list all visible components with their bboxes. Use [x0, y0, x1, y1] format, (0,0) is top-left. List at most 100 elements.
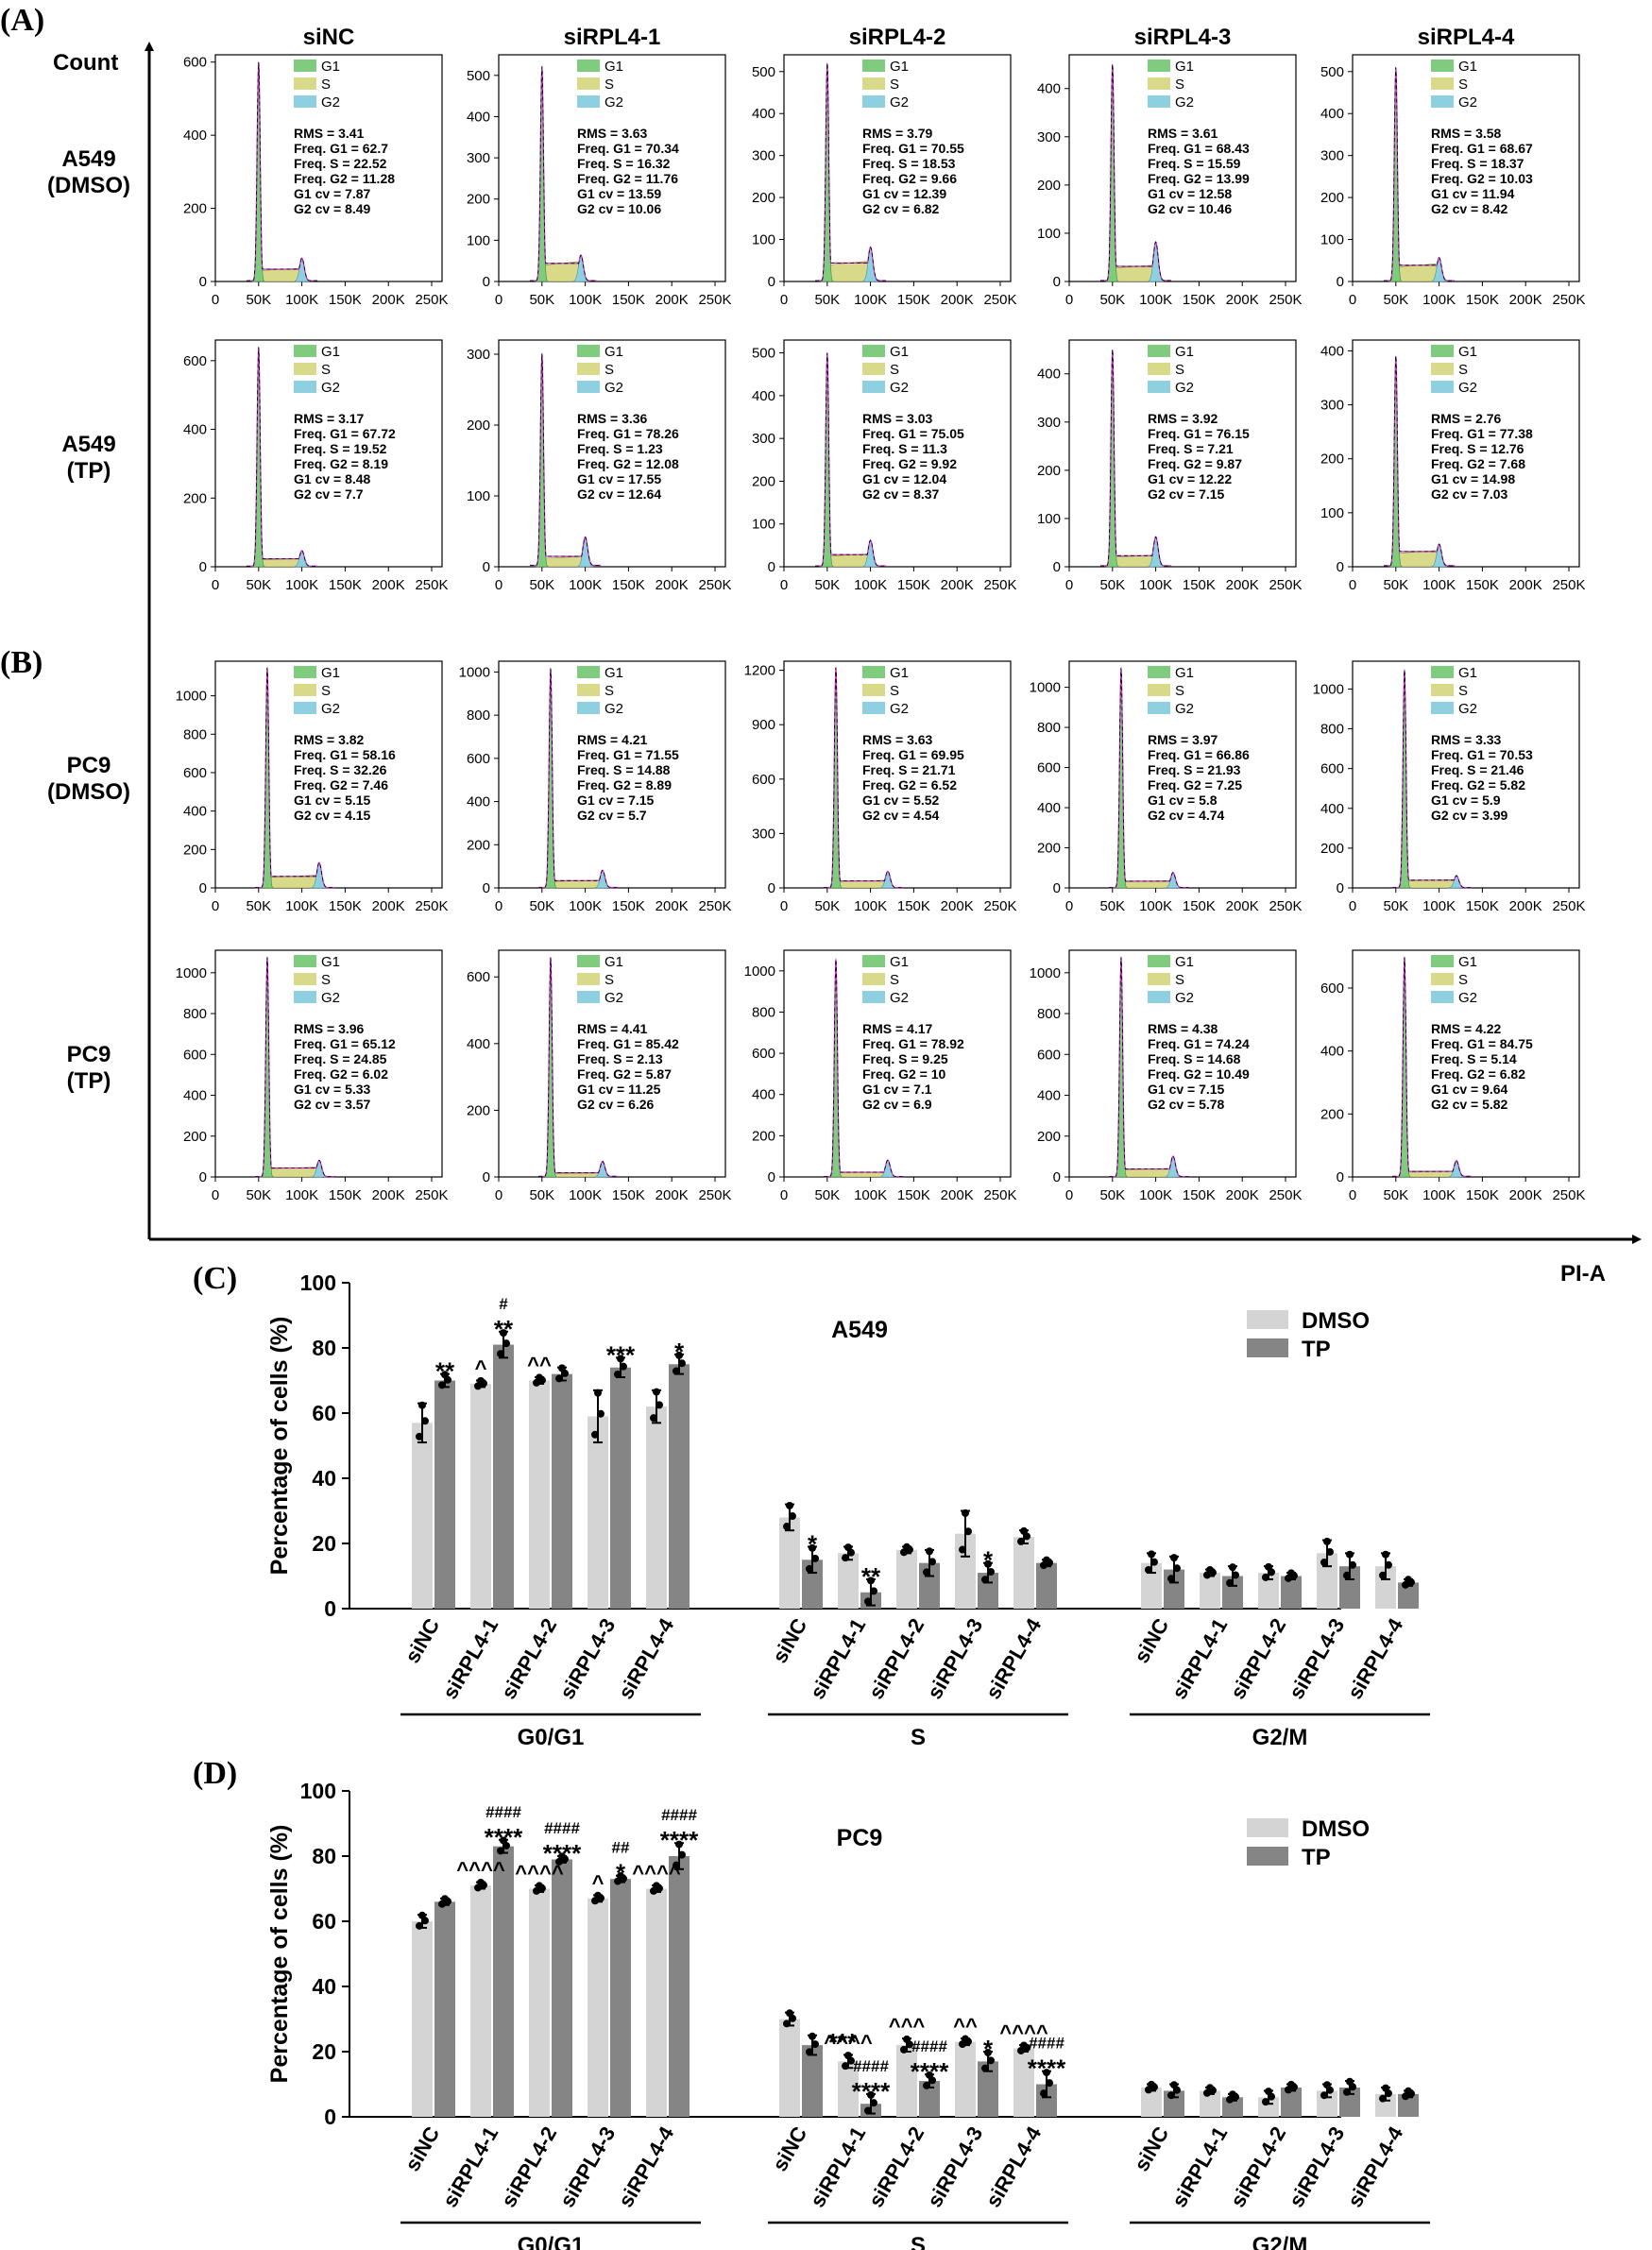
stat-line: Freq. G2 = 8.89 — [577, 777, 672, 793]
data-point — [438, 1381, 446, 1389]
row-label-line: PC9 — [67, 1042, 111, 1067]
bar-dmso — [1258, 1573, 1279, 1609]
legend-swatch — [577, 95, 600, 108]
raw-curve — [824, 959, 904, 1177]
stat-line: G2 cv = 6.9 — [862, 1097, 932, 1112]
y-tick-label: 400 — [1320, 1044, 1344, 1060]
legend-swatch — [577, 991, 600, 1003]
data-point — [847, 2056, 855, 2065]
x-tick-label: 0 — [495, 1187, 502, 1203]
legend-label: G1 — [1458, 59, 1477, 75]
plot-frame — [498, 949, 726, 1178]
stat-line: Freq. S = 21.93 — [1148, 762, 1241, 777]
bar-legend-swatch — [1247, 1310, 1288, 1329]
bar-tp — [669, 1364, 690, 1609]
stat-line: G1 cv = 11.25 — [577, 1082, 661, 1097]
stat-line: Freq. S = 18.37 — [1431, 156, 1524, 171]
x-tick-label: 200K — [656, 292, 689, 308]
data-point — [806, 2048, 813, 2056]
bar-category-label: siRPL4-4 — [1343, 1613, 1408, 1703]
x-tick-label: 250K — [983, 577, 1016, 593]
bar-dmso — [1200, 2090, 1220, 2117]
bar-y-tick-label: 100 — [300, 1270, 336, 1295]
legend-swatch — [294, 666, 316, 678]
data-point — [1290, 2083, 1298, 2091]
y-tick-label: 0 — [483, 559, 490, 575]
y-tick-label: 200 — [1037, 841, 1061, 857]
x-tick-label: 100K — [1422, 898, 1456, 914]
data-point — [502, 1339, 510, 1348]
data-point — [1150, 2083, 1158, 2091]
group-label: S — [911, 2233, 926, 2250]
x-tick-label: 50K — [529, 898, 554, 914]
data-point — [1017, 1537, 1025, 1545]
significance-mark: *** — [828, 2028, 858, 2056]
stat-line: G2 cv = 4.54 — [862, 808, 940, 823]
x-tick-label: 100K — [569, 292, 602, 308]
stat-line: Freq. G2 = 7.68 — [1431, 456, 1525, 471]
bar-dmso — [588, 1416, 608, 1609]
x-tick-label: 200K — [372, 898, 405, 914]
legend-swatch — [294, 684, 316, 696]
bar-category-label: siRPL4-4 — [614, 2122, 679, 2211]
bar-tp — [610, 1879, 631, 2117]
x-tick-label: 50K — [814, 898, 840, 914]
y-tick-label: 200 — [467, 192, 490, 208]
y-tick-label: 200 — [183, 1129, 207, 1145]
y-tick-label: 300 — [467, 150, 490, 166]
y-tick-label: 1000 — [1030, 680, 1061, 696]
significance-mark: ## — [612, 1839, 630, 1857]
data-point — [1209, 1568, 1217, 1577]
x-tick-label: 50K — [1383, 577, 1408, 593]
x-tick-label: 50K — [529, 1187, 554, 1203]
stat-line: Freq. G2 = 11.28 — [294, 171, 395, 186]
legend-swatch — [862, 991, 885, 1003]
stat-line: G1 cv = 11.94 — [1431, 186, 1515, 201]
x-tick-label: 50K — [814, 1187, 840, 1203]
raw-curve — [1109, 668, 1189, 888]
legend-label: G2 — [890, 94, 909, 111]
legend-label: S — [605, 362, 614, 378]
legend-label: G1 — [1458, 954, 1477, 970]
bar-category-label: siRPL4-3 — [923, 2122, 988, 2211]
data-point — [1407, 2089, 1415, 2098]
significance-mark: ^^^^ — [632, 1861, 681, 1884]
stat-line: Freq. S = 7.21 — [1148, 441, 1234, 456]
x-tick-label: 150K — [1466, 292, 1499, 308]
y-tick-label: 0 — [1053, 559, 1061, 575]
row-label-line: (DMSO) — [47, 779, 130, 805]
significance-mark: **** — [543, 1839, 582, 1867]
stat-line: G1 cv = 5.33 — [294, 1082, 371, 1097]
stat-line: Freq. S = 18.53 — [862, 156, 956, 171]
bar-tp — [1281, 2087, 1302, 2117]
stat-line: G1 cv = 13.59 — [577, 186, 661, 201]
bar-y-tick-label: 60 — [312, 1909, 336, 1934]
stat-line: RMS = 3.82 — [294, 732, 365, 747]
y-tick-label: 1200 — [744, 663, 775, 679]
bar-category-label: siNC — [400, 2122, 445, 2175]
y-tick-label: 400 — [467, 1036, 490, 1052]
bar-dmso — [529, 1380, 550, 1609]
data-point — [847, 1548, 855, 1557]
x-tick-label: 150K — [1466, 1187, 1499, 1203]
bar-category-label: siRPL4-2 — [864, 2122, 929, 2211]
data-point — [923, 1568, 930, 1577]
x-tick-label: 250K — [415, 1187, 448, 1203]
data-point — [1173, 2086, 1181, 2094]
bar-dmso — [1317, 1553, 1337, 1609]
data-point — [864, 2106, 872, 2115]
data-point — [673, 1861, 680, 1869]
data-point — [656, 1401, 663, 1409]
data-point — [964, 1527, 972, 1536]
y-tick-label: 0 — [483, 880, 490, 896]
data-point — [480, 1379, 487, 1388]
data-point — [538, 1884, 546, 1893]
x-tick-label: 100K — [1139, 577, 1172, 593]
stat-line: G2 cv = 10.06 — [577, 201, 661, 216]
x-tick-label: 100K — [1422, 292, 1456, 308]
plot-frame — [1352, 660, 1580, 889]
stat-line: Freq. G1 = 68.43 — [1148, 141, 1250, 156]
